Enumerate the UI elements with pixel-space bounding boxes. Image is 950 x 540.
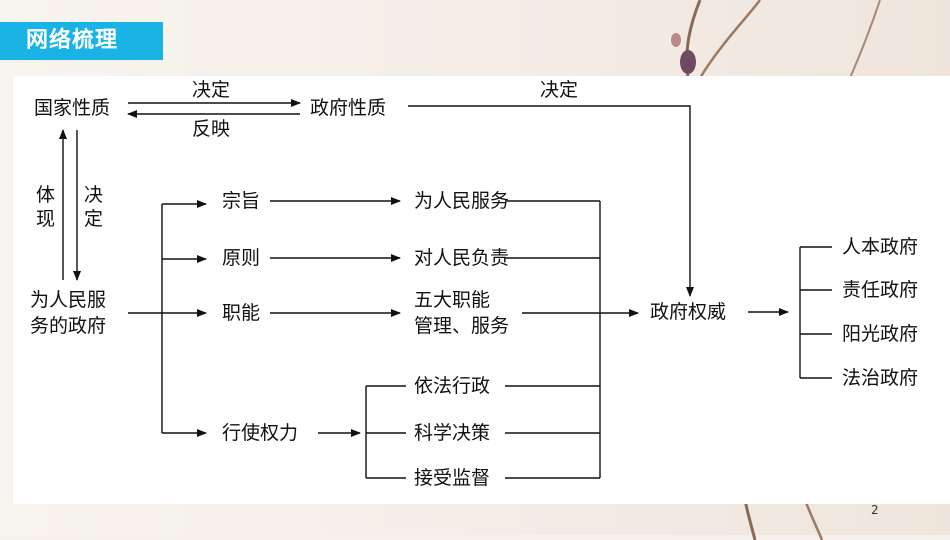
section-title: 网络梳理 bbox=[26, 28, 119, 53]
node-gov-nature: 政府性质 bbox=[310, 97, 387, 119]
node-exercise-power: 行使权力 bbox=[222, 422, 299, 444]
label-decides-v1: 决 bbox=[84, 184, 104, 206]
node-responsible-gov: 责任政府 bbox=[842, 279, 919, 301]
node-people-gov-line1: 为人民服 bbox=[30, 289, 107, 311]
node-rule-of-law-admin: 依法行政 bbox=[414, 375, 491, 397]
node-scientific-decision: 科学决策 bbox=[414, 422, 491, 444]
node-five-functions-line2: 管理、服务 bbox=[414, 315, 510, 337]
node-transparent-gov: 阳光政府 bbox=[842, 323, 919, 345]
node-five-functions-line1: 五大职能 bbox=[414, 289, 491, 311]
node-gov-authority: 政府权威 bbox=[650, 301, 727, 323]
label-embodies-1: 体 bbox=[36, 184, 56, 206]
section-title-tab bbox=[0, 22, 163, 60]
label-decides-v2: 定 bbox=[84, 208, 104, 230]
decorative-branch-top bbox=[671, 0, 881, 79]
node-rule-of-law-gov: 法治政府 bbox=[842, 367, 919, 389]
node-people-oriented-gov: 人本政府 bbox=[842, 236, 919, 258]
node-state-nature: 国家性质 bbox=[34, 97, 111, 119]
page-number: 2 bbox=[871, 503, 879, 517]
label-embodies-2: 现 bbox=[36, 208, 56, 230]
node-serve-people: 为人民服务 bbox=[414, 190, 510, 212]
node-accept-supervision: 接受监督 bbox=[414, 467, 491, 489]
node-purpose: 宗旨 bbox=[222, 190, 261, 212]
node-people-gov-line2: 务的政府 bbox=[30, 315, 107, 337]
node-responsible: 对人民负责 bbox=[414, 247, 510, 269]
label-decides-top: 决定 bbox=[192, 79, 231, 101]
node-principle: 原则 bbox=[222, 247, 261, 269]
label-reflects: 反映 bbox=[192, 118, 231, 140]
label-decides-right: 决定 bbox=[540, 79, 579, 101]
edge-decides-right bbox=[408, 105, 694, 297]
node-function: 职能 bbox=[222, 302, 261, 324]
